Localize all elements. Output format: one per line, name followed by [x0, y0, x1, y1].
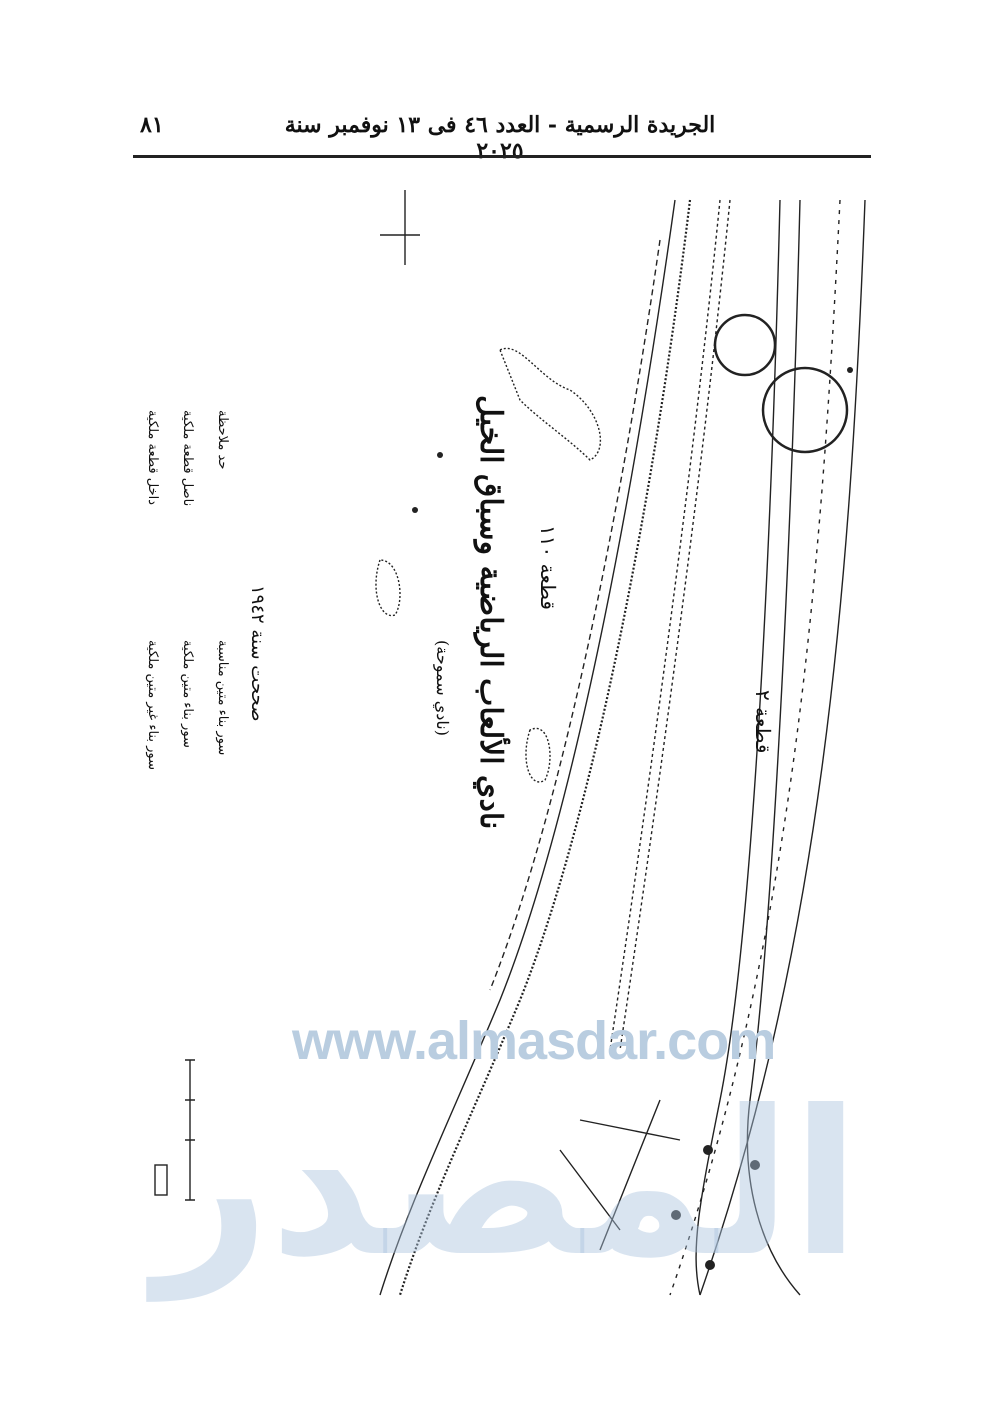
- rail-line: [379, 199, 676, 1296]
- pond: [375, 559, 401, 617]
- legend-box: [154, 1164, 168, 1196]
- legend-item: حد ملاحظة: [215, 410, 230, 470]
- legend-item: ناصل قطعة ملكية: [180, 410, 195, 507]
- road-line: [669, 199, 841, 1296]
- legend-item: سور بناء متين مناسبة: [215, 640, 230, 756]
- page-header-title: الجريدة الرسمية - العدد ٤٦ فى ١٣ نوفمبر …: [284, 112, 716, 164]
- watermark-url: www.almasdar.com: [292, 1011, 776, 1071]
- map-main-label: نادي الألعاب الرياضية وسباق الخيل: [473, 395, 508, 830]
- road-line: [695, 199, 781, 1296]
- plot-label-110: قطعة ١١٠: [536, 525, 560, 610]
- pond: [499, 347, 601, 461]
- road-line: [746, 199, 801, 1296]
- plot-label-2: قطعة ٢: [751, 690, 775, 754]
- correction-note: صححت سنة ١٩٤٢: [247, 585, 268, 722]
- pond: [525, 727, 551, 783]
- page-number: ٨١: [140, 112, 164, 138]
- watermark-arabic: المصدر: [154, 1068, 860, 1301]
- map-sub-label: (نادي سموحة): [433, 640, 452, 736]
- north-arrow: [380, 190, 420, 265]
- scale-bar: [185, 1059, 195, 1201]
- header-divider: [133, 155, 871, 158]
- tramway-line: [609, 199, 721, 1051]
- legend-item: سور بناء متين ملكية: [180, 640, 195, 748]
- tramway-line: [619, 199, 731, 1051]
- official-seal: [761, 366, 849, 454]
- property-boundary: [559, 1099, 681, 1251]
- legend-item: داخل قطعة ملكية: [145, 410, 160, 506]
- official-seal: [713, 313, 777, 377]
- legend-item: سور بناء غير متين ملكية: [145, 640, 160, 770]
- rail-line: [489, 239, 661, 991]
